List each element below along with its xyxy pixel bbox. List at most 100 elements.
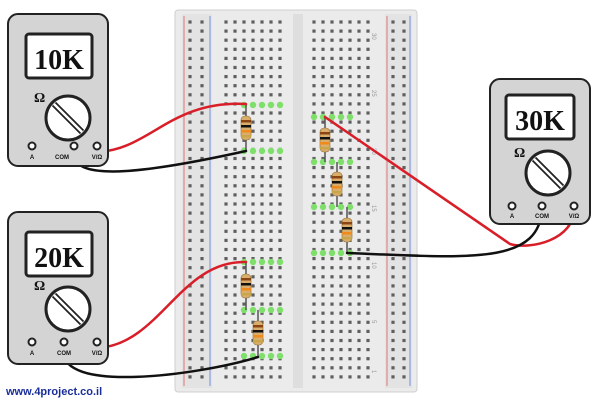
breadboard-hole — [391, 120, 395, 124]
breadboard-hole — [251, 120, 255, 124]
breadboard-hole — [269, 311, 273, 315]
breadboard-hole — [269, 238, 273, 242]
resistor — [331, 162, 343, 207]
breadboard-hole — [348, 329, 352, 333]
breadboard-hole — [200, 338, 204, 343]
breadboard-hole — [312, 156, 316, 161]
breadboard-hole — [312, 229, 316, 233]
breadboard-hole — [402, 20, 406, 24]
breadboard-hole — [242, 65, 246, 70]
breadboard-hole — [188, 102, 192, 106]
breadboard-hole — [339, 220, 343, 224]
breadboard-hole — [312, 302, 316, 306]
ohm-symbol: Ω — [514, 146, 525, 161]
breadboard-hole — [200, 284, 204, 288]
breadboard-hole — [269, 293, 273, 297]
breadboard-hole — [366, 120, 370, 124]
connected-hole — [310, 203, 318, 211]
breadboard-hole — [312, 38, 316, 42]
breadboard-hole — [366, 275, 370, 279]
breadboard-hole — [278, 293, 282, 297]
breadboard-hole — [188, 202, 192, 206]
breadboard-hole — [321, 293, 325, 297]
breadboard-hole — [224, 147, 228, 151]
breadboard-hole — [391, 293, 395, 297]
breadboard-hole — [312, 29, 316, 33]
multimeter-30k: 30K Ω A COM V/Ω — [489, 78, 591, 225]
breadboard-hole — [188, 65, 192, 70]
breadboard-hole — [357, 29, 361, 33]
breadboard-hole — [321, 211, 325, 215]
breadboard-hole — [224, 166, 228, 170]
breadboard-hole — [330, 65, 334, 70]
breadboard-hole — [339, 166, 343, 170]
meter-reading: 30K — [515, 106, 565, 137]
breadboard-hole — [348, 284, 352, 288]
breadboard-hole — [348, 156, 352, 161]
breadboard-hole — [224, 156, 228, 161]
breadboard-hole — [391, 284, 395, 288]
breadboard-hole — [233, 111, 237, 115]
breadboard-hole — [357, 257, 361, 261]
breadboard-hole — [357, 84, 361, 88]
connected-hole — [346, 203, 354, 211]
breadboard-hole — [391, 202, 395, 206]
breadboard-hole — [260, 111, 264, 115]
resistor — [341, 207, 353, 253]
breadboard-hole — [366, 193, 370, 197]
breadboard-hole — [321, 375, 325, 379]
connected-hole — [276, 352, 284, 360]
port-label-vohm: V/Ω — [92, 351, 103, 357]
breadboard-hole — [321, 75, 325, 79]
breadboard-hole — [251, 320, 255, 324]
breadboard-hole — [391, 47, 395, 51]
resistor — [252, 310, 264, 356]
breadboard-hole — [348, 366, 352, 370]
breadboard-hole — [269, 284, 273, 288]
breadboard-hole — [391, 375, 395, 379]
breadboard-hole — [357, 120, 361, 124]
breadboard-hole — [339, 366, 343, 370]
breadboard-hole — [330, 147, 334, 151]
connected-hole — [346, 158, 354, 166]
breadboard-hole — [242, 266, 246, 270]
breadboard-hole — [278, 156, 282, 161]
breadboard-hole — [330, 193, 334, 197]
breadboard-hole — [269, 257, 273, 261]
port-vohm — [569, 201, 579, 211]
breadboard-hole — [402, 202, 406, 206]
breadboard-hole — [357, 238, 361, 242]
breadboard-hole — [278, 65, 282, 70]
breadboard-hole — [278, 275, 282, 279]
breadboard-hole — [260, 275, 264, 279]
breadboard-hole — [278, 348, 282, 352]
breadboard-hole — [330, 247, 334, 252]
connected-hole — [258, 258, 266, 266]
breadboard-hole — [391, 29, 395, 33]
breadboard-hole — [224, 311, 228, 315]
breadboard-hole — [339, 348, 343, 352]
breadboard-hole — [366, 266, 370, 270]
port-vohm — [92, 141, 102, 151]
breadboard-hole — [366, 138, 370, 142]
breadboard-hole — [200, 65, 204, 70]
breadboard-hole — [357, 220, 361, 224]
breadboard-hole — [312, 348, 316, 352]
breadboard-hole — [321, 29, 325, 33]
breadboard-hole — [242, 47, 246, 51]
breadboard-hole — [278, 311, 282, 315]
breadboard-hole — [330, 375, 334, 379]
breadboard-hole — [312, 320, 316, 324]
breadboard-hole — [330, 29, 334, 33]
breadboard-hole — [188, 129, 192, 133]
breadboard-hole — [366, 293, 370, 297]
breadboard-hole — [269, 65, 273, 70]
breadboard-hole — [339, 293, 343, 297]
breadboard-hole — [312, 166, 316, 170]
breadboard-hole — [251, 93, 255, 97]
breadboard-hole — [339, 329, 343, 333]
breadboard-hole — [233, 184, 237, 188]
connected-hole — [249, 306, 257, 314]
breadboard-hole — [312, 247, 316, 252]
breadboard-hole — [357, 266, 361, 270]
